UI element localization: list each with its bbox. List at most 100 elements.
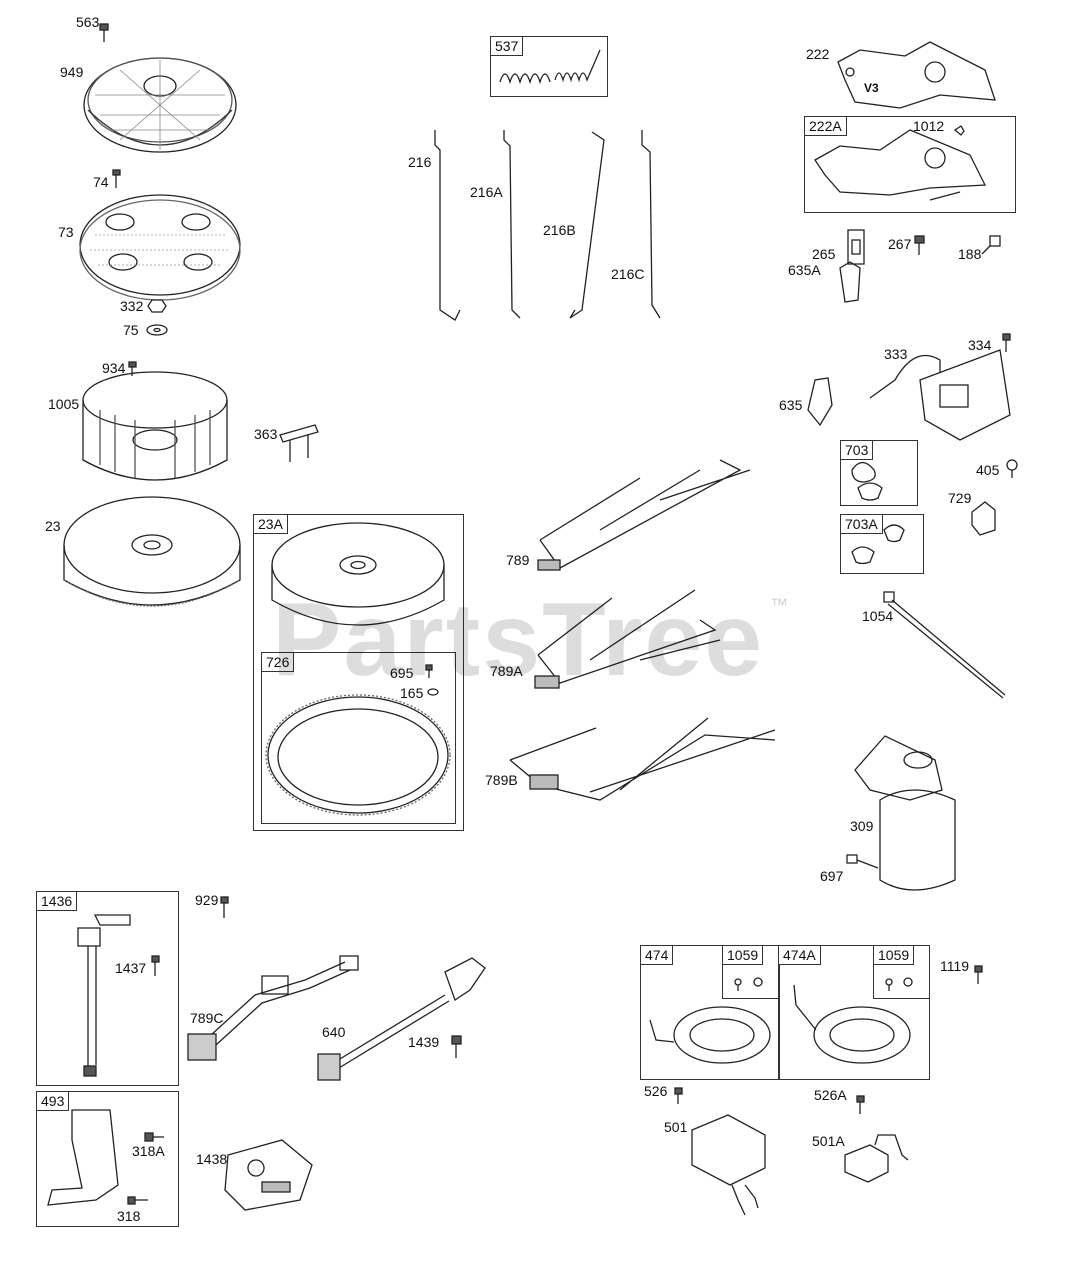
part-label-334[interactable]: 334	[968, 337, 992, 353]
part-group-tag[interactable]: 537	[491, 37, 524, 56]
part-label-949[interactable]: 949	[60, 64, 84, 80]
screw-563-icon	[99, 23, 109, 42]
screw-526-icon	[674, 1087, 683, 1104]
springs-icon	[499, 49, 601, 85]
screw-318a-icon	[144, 1132, 164, 1142]
nut-165-icon	[427, 688, 439, 696]
part-label-309[interactable]: 309	[850, 818, 874, 834]
part-group-tag[interactable]: 703	[841, 441, 874, 460]
part-label-23[interactable]: 23	[45, 518, 61, 534]
fuel-shutoff-icon	[317, 957, 486, 1081]
screw-318-icon	[127, 1196, 148, 1205]
part-label-1119[interactable]: 1119	[940, 958, 970, 974]
part-label-1054[interactable]: 1054	[862, 608, 894, 624]
part-group-tag[interactable]: 474	[641, 946, 674, 965]
rotating-screen-icon	[83, 57, 237, 153]
harness-789c-icon	[187, 955, 359, 1061]
stator-474a-icon	[793, 984, 911, 1064]
part-group-tag[interactable]: 1059	[874, 946, 915, 965]
bracket-363-icon	[279, 424, 319, 462]
fan-icon	[82, 371, 228, 481]
flywheel-23-icon	[63, 496, 241, 607]
rods-icon	[434, 130, 661, 321]
part-label-1438[interactable]: 1438	[196, 1151, 228, 1167]
part-label-695[interactable]: 695	[390, 665, 414, 681]
part-label-929[interactable]: 929	[195, 892, 219, 908]
part-group-tag[interactable]: 493	[37, 1092, 70, 1111]
part-label-405[interactable]: 405	[976, 462, 1000, 478]
part-label-318[interactable]: 318	[117, 1208, 141, 1224]
part-group-box-703: 703	[840, 440, 918, 506]
part-label-1439[interactable]: 1439	[408, 1034, 440, 1050]
part-group-box-1059: 1059	[722, 945, 779, 999]
part-label-73[interactable]: 73	[58, 224, 74, 240]
part-label-789a[interactable]: 789A	[490, 663, 523, 679]
part-group-box-537: 537	[490, 36, 608, 97]
part-label-216b[interactable]: 216B	[543, 222, 576, 238]
part-group-box-23a: 23A	[253, 514, 464, 831]
screws-1059-icon	[734, 977, 913, 991]
part-group-tag[interactable]: 703A	[841, 515, 883, 534]
part-label-697[interactable]: 697	[820, 868, 844, 884]
clamp-703-icon	[851, 461, 883, 501]
ignition-armature-icon	[869, 349, 1011, 441]
part-label-216a[interactable]: 216A	[470, 184, 503, 200]
part-label-1005[interactable]: 1005	[48, 396, 80, 412]
part-label-501[interactable]: 501	[664, 1119, 688, 1135]
part-label-934[interactable]: 934	[102, 360, 126, 376]
part-label-635[interactable]: 635	[779, 397, 803, 413]
screw-405-icon	[1006, 459, 1018, 478]
part-label-75[interactable]: 75	[123, 322, 139, 338]
part-label-501a[interactable]: 501A	[812, 1133, 845, 1149]
part-label-363[interactable]: 363	[254, 426, 278, 442]
part-label-635a[interactable]: 635A	[788, 262, 821, 278]
part-label-1012[interactable]: 1012	[913, 118, 945, 134]
part-label-333[interactable]: 333	[884, 346, 908, 362]
part-label-640[interactable]: 640	[322, 1024, 346, 1040]
part-label-216c[interactable]: 216C	[611, 266, 645, 282]
module-1438-icon	[224, 1139, 313, 1211]
part-label-729[interactable]: 729	[948, 490, 972, 506]
part-label-216[interactable]: 216	[408, 154, 432, 170]
part-label-v3[interactable]: V3	[864, 81, 879, 95]
part-group-box-474a: 474A	[778, 945, 930, 1080]
screw-526a-icon	[856, 1095, 865, 1114]
part-group-tag[interactable]: 23A	[254, 515, 288, 534]
part-label-1437[interactable]: 1437	[115, 960, 147, 976]
part-group-box-1436: 1436	[36, 891, 179, 1086]
screw-934-icon	[128, 361, 137, 376]
part-label-265[interactable]: 265	[812, 246, 836, 262]
part-label-563[interactable]: 563	[76, 14, 100, 30]
part-label-74[interactable]: 74	[93, 174, 109, 190]
sensor-1436-icon	[77, 914, 131, 1077]
part-label-165[interactable]: 165	[400, 685, 424, 701]
trademark-mark: ™	[770, 595, 788, 615]
part-label-332[interactable]: 332	[120, 298, 144, 314]
nut-icon	[147, 299, 167, 313]
screw-74-icon	[112, 169, 121, 188]
part-label-789c[interactable]: 789C	[190, 1010, 224, 1026]
watermark: PartsTree	[272, 582, 765, 698]
part-label-318a[interactable]: 318A	[132, 1143, 165, 1159]
part-group-box-222a: 222A	[804, 116, 1016, 213]
part-label-789[interactable]: 789	[506, 552, 530, 568]
clip-729-icon	[971, 501, 996, 536]
part-group-tag[interactable]: 1436	[37, 892, 78, 911]
part-group-tag[interactable]: 474A	[779, 946, 821, 965]
part-group-tag[interactable]: 726	[262, 653, 295, 672]
part-label-188[interactable]: 188	[958, 246, 982, 262]
clip-1012-icon	[953, 125, 965, 136]
part-label-526a[interactable]: 526A	[814, 1087, 847, 1103]
part-label-789b[interactable]: 789B	[485, 772, 518, 788]
part-group-tag[interactable]: 1059	[723, 946, 764, 965]
flywheel-23a-icon	[271, 522, 445, 626]
regulator-501-icon	[691, 1114, 766, 1216]
part-label-222[interactable]: 222	[806, 46, 830, 62]
part-label-526[interactable]: 526	[644, 1083, 668, 1099]
part-group-tag[interactable]: 222A	[805, 117, 847, 136]
governor-control-222-icon	[837, 41, 996, 109]
screw-1439-icon	[451, 1035, 462, 1058]
part-group-box-1059: 1059	[873, 945, 930, 999]
part-label-267[interactable]: 267	[888, 236, 912, 252]
screw-267-icon	[914, 235, 925, 255]
